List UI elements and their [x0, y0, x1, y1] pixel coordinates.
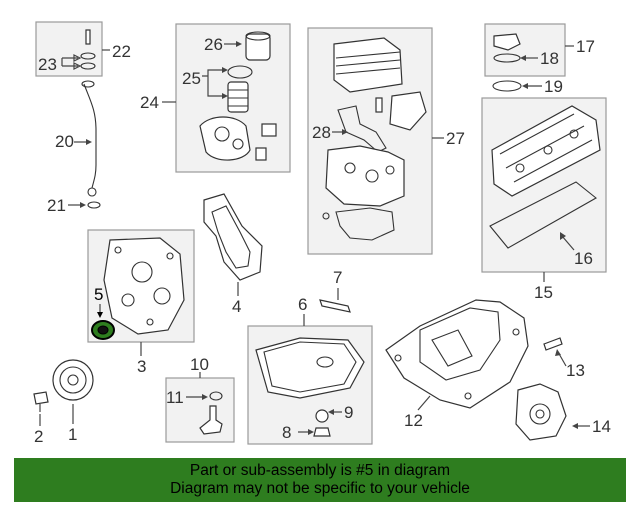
callout-23: 23	[38, 55, 57, 74]
o-ring-21	[87, 201, 101, 209]
group-box-17	[484, 23, 566, 77]
filter-cap-26	[245, 33, 271, 61]
callout-11: 11	[166, 388, 184, 407]
info-banner: Part or sub-assembly is #5 in diagram Di…	[14, 458, 626, 502]
sensor-13	[543, 337, 563, 351]
valve-cover	[491, 105, 601, 197]
valve	[255, 147, 267, 161]
fastener-22	[85, 29, 91, 45]
dipstick-tube-20	[83, 83, 97, 189]
dipstick-handle	[81, 80, 95, 88]
callout-7: 7	[333, 268, 342, 287]
parts-diagram: 22 23 20 21 26 25 24 28 27 18 17 19	[33, 21, 611, 446]
oil-cooler-base	[325, 145, 405, 207]
group-box-22	[35, 21, 103, 77]
callout-13: 13	[566, 361, 585, 380]
callout-20: 20	[55, 132, 74, 151]
callout-8: 8	[282, 423, 291, 442]
callout-21: 21	[47, 196, 66, 215]
o-ring-23a	[80, 52, 96, 60]
seal-19	[492, 80, 522, 92]
bolt-2	[33, 391, 49, 405]
cooler-housing	[389, 91, 427, 131]
oil-cooler	[333, 37, 403, 93]
gasket-4	[203, 193, 263, 281]
callout-18: 18	[540, 49, 559, 68]
cap	[493, 33, 521, 51]
callout-15: 15	[534, 283, 553, 302]
o-ring-25	[227, 65, 253, 79]
sensor	[261, 123, 277, 137]
callout-26: 26	[204, 35, 223, 54]
timing-cover	[103, 237, 185, 335]
callout-28: 28	[312, 123, 331, 142]
o-ring-11	[209, 391, 223, 401]
callout-25: 25	[182, 69, 201, 88]
callout-14: 14	[592, 417, 611, 436]
callout-1: 1	[68, 425, 77, 444]
oil-pump-14	[515, 383, 567, 441]
sensor-10	[199, 405, 223, 435]
filter-housing	[199, 116, 251, 161]
drain-plug-8	[313, 427, 331, 437]
callout-24: 24	[140, 93, 159, 112]
callout-16: 16	[574, 249, 593, 268]
callout-17: 17	[576, 37, 595, 56]
gasket-base	[335, 207, 395, 241]
callout-3: 3	[137, 357, 146, 376]
callout-4: 4	[232, 297, 241, 316]
oil-pan-upper-12	[385, 299, 529, 409]
banner-line-2: Diagram may not be specific to your vehi…	[170, 480, 470, 497]
callout-9: 9	[344, 403, 353, 422]
gasket-16	[489, 181, 597, 249]
gasket-28	[337, 105, 387, 153]
banner-line-1: Part or sub-assembly is #5 in diagram	[189, 462, 451, 479]
callout-10: 10	[190, 355, 209, 374]
filter-element-25	[227, 81, 249, 113]
callout-2: 2	[34, 427, 43, 446]
crankshaft-pulley-1	[52, 359, 94, 401]
oil-pan-lower	[255, 337, 365, 399]
callout-19: 19	[544, 77, 563, 96]
tube-end	[87, 187, 97, 197]
callout-5: 5	[94, 285, 103, 304]
group-box-10	[165, 377, 235, 443]
callout-6: 6	[298, 295, 307, 314]
callout-12: 12	[404, 411, 423, 430]
bracket-7	[319, 299, 351, 313]
callout-22: 22	[112, 42, 131, 61]
seal-9	[315, 409, 329, 423]
callout-27: 27	[446, 129, 465, 148]
